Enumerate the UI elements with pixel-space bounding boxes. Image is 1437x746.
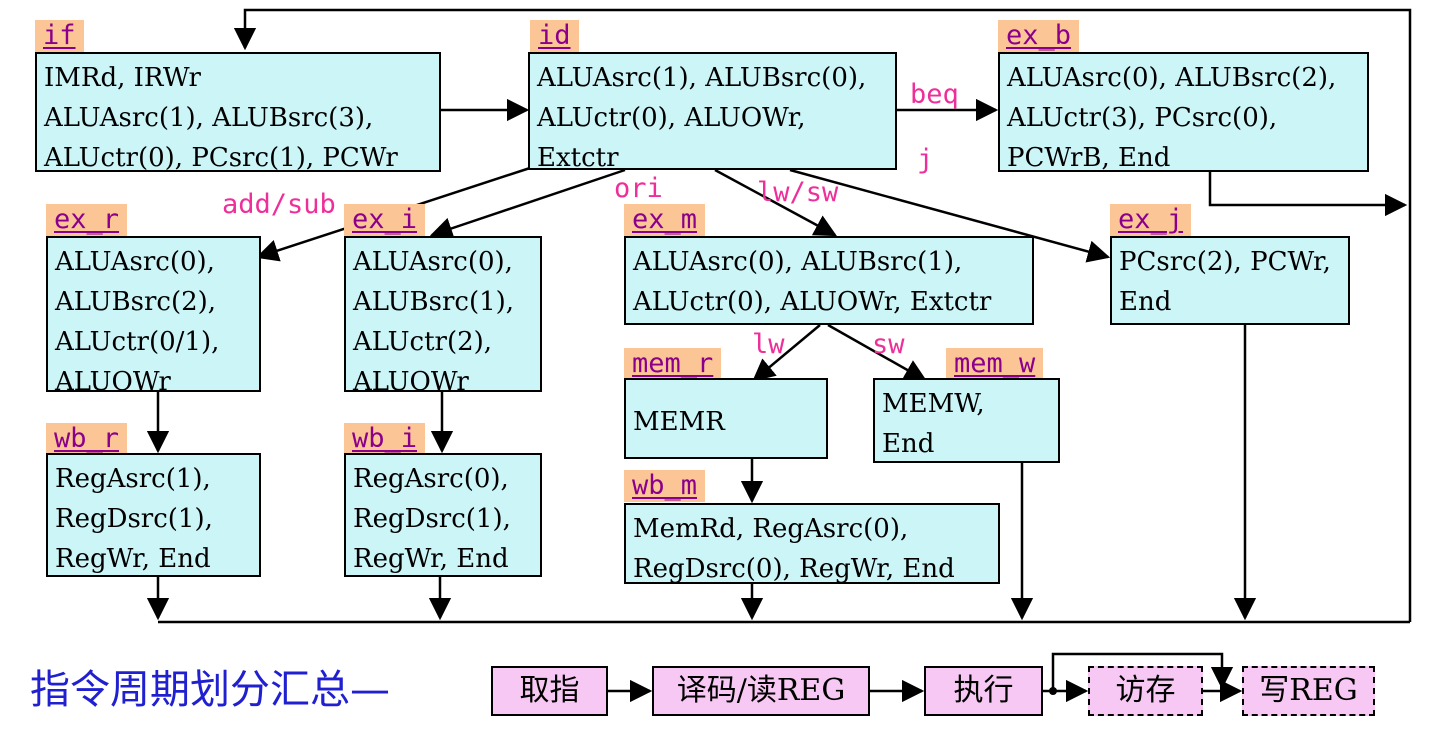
state-box-wb-r: RegAsrc(1), RegDsrc(1), RegWr, End [46, 453, 261, 577]
state-box-mem-r: MEMR [624, 378, 828, 459]
state-line: RegWr, End [353, 544, 509, 574]
transition-label-sw: sw [872, 329, 905, 360]
state-box-ex-m: ALUAsrc(0), ALUBsrc(1), ALUctr(0), ALUOW… [624, 236, 1034, 325]
state-box-ex-j: PCsrc(2), PCWr, End [1110, 236, 1350, 325]
summary-title: 指令周期划分汇总— [30, 667, 390, 713]
state-line: ALUAsrc(0), ALUBsrc(2), [1007, 63, 1337, 93]
state-box-ex-r: ALUAsrc(0), ALUBsrc(2), ALUctr(0/1), ALU… [46, 236, 261, 397]
state-line: ALUOWr [55, 367, 171, 397]
state-label-if: if [35, 20, 84, 52]
state-label-ex-m: ex_m [624, 204, 706, 236]
stage-memory: 访存 [1088, 666, 1203, 716]
state-line: End [1119, 287, 1172, 317]
transition-label-lw: lw [752, 329, 785, 360]
stage-decode: 译码/读REG [652, 666, 870, 716]
state-line: ALUctr(0/1), [55, 327, 220, 357]
state-line: ALUAsrc(1), ALUBsrc(0), [537, 63, 867, 93]
transition-label-lw-sw: lw/sw [757, 177, 839, 208]
state-box-wb-m: MemRd, RegAsrc(0), RegDsrc(0), RegWr, En… [624, 503, 1000, 584]
state-line: ALUBsrc(2), [55, 287, 217, 317]
state-label-ex-r: ex_r [46, 204, 128, 236]
state-line: MEMR [633, 407, 725, 437]
state-line: IMRd, IRWr [44, 63, 201, 93]
state-line: ALUAsrc(0), [55, 247, 215, 277]
state-line: ALUOWr [353, 367, 469, 397]
state-line: RegDsrc(0), RegWr, End [633, 554, 955, 584]
state-label-ex-i: ex_i [344, 204, 426, 236]
state-line: ALUBsrc(1), [353, 287, 515, 317]
state-box-id: ALUAsrc(1), ALUBsrc(0), ALUctr(0), ALUOW… [528, 52, 897, 173]
transition-label-beq: beq [910, 79, 959, 110]
state-box-ex-i: ALUAsrc(0), ALUBsrc(1), ALUctr(2), ALUOW… [344, 236, 542, 397]
transition-label-ori: ori [614, 173, 663, 204]
stage-execute: 执行 [924, 666, 1043, 716]
state-line: RegAsrc(0), [353, 464, 509, 494]
state-line: ALUAsrc(0), [353, 247, 513, 277]
state-label-ex-b: ex_b [998, 20, 1080, 52]
state-label-wb-i: wb_i [344, 423, 426, 455]
state-line: ALUctr(0), ALUOWr, Extctr [633, 287, 992, 317]
state-line: ALUAsrc(1), ALUBsrc(3), [44, 103, 374, 133]
state-label-wb-r: wb_r [46, 423, 128, 455]
state-label-id: id [530, 20, 579, 52]
state-box-if: IMRd, IRWr ALUAsrc(1), ALUBsrc(3), ALUct… [35, 52, 441, 173]
state-box-mem-w: MEMW, End [873, 378, 1060, 463]
state-line: RegWr, End [55, 544, 211, 574]
state-line: ALUctr(2), [353, 327, 493, 357]
state-line: RegDsrc(1), [353, 504, 511, 534]
state-line: ALUctr(3), PCsrc(0), [1007, 103, 1278, 133]
state-line: RegAsrc(1), [55, 464, 211, 494]
state-line: PCWrB, End [1007, 143, 1171, 173]
state-line: ALUctr(0), ALUOWr, [537, 103, 806, 133]
state-label-mem-r: mem_r [624, 348, 722, 380]
state-label-mem-w: mem_w [946, 348, 1044, 380]
transition-label-j: j [917, 144, 934, 175]
transition-label-add-sub: add/sub [222, 189, 336, 220]
state-line: PCsrc(2), PCWr, [1119, 247, 1331, 277]
state-label-wb-m: wb_m [624, 470, 706, 502]
stage-writeback: 写REG [1242, 666, 1375, 716]
state-box-ex-b: ALUAsrc(0), ALUBsrc(2), ALUctr(3), PCsrc… [998, 52, 1369, 173]
state-line: End [882, 429, 935, 459]
state-line: RegDsrc(1), [55, 504, 213, 534]
stage-fetch: 取指 [491, 666, 608, 716]
state-line: Extctr [537, 143, 619, 173]
state-label-ex-j: ex_j [1110, 204, 1192, 236]
state-line: ALUAsrc(0), ALUBsrc(1), [633, 247, 963, 277]
state-line: MEMW, [882, 389, 985, 419]
state-line: ALUctr(0), PCsrc(1), PCWr [44, 143, 398, 173]
state-line: MemRd, RegAsrc(0), [633, 514, 909, 544]
state-box-wb-i: RegAsrc(0), RegDsrc(1), RegWr, End [344, 453, 542, 577]
